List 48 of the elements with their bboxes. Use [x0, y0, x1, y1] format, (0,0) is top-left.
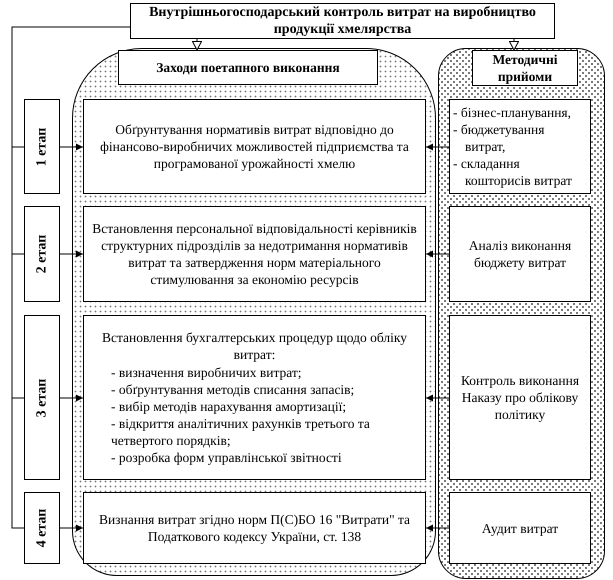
box-text: Аналіз виконання бюджету витрат — [468, 237, 572, 271]
arrow — [426, 394, 450, 402]
process-box — [83, 206, 426, 302]
box-text: Заходи поетапного виконання — [156, 59, 340, 76]
list-item: - відкриття аналітичних рахунків третього та четвертого порядків; — [110, 415, 371, 449]
process-box — [449, 206, 591, 302]
stage-box — [24, 492, 60, 564]
box-text: Встановлення бухгалтерських процедур щодо обліку витрат: — [100, 329, 408, 363]
arrow — [60, 394, 84, 402]
panel-background — [72, 48, 436, 576]
list-item: - бізнес-планування, — [453, 104, 572, 121]
box-text: Методичні прийоми — [491, 51, 559, 85]
list-item: - складання кошторисів витрат — [453, 155, 573, 189]
header-box — [472, 50, 578, 86]
stage-box — [24, 99, 60, 194]
box-text: Аудит витрат — [482, 520, 558, 536]
stage-label: 2 етап — [34, 234, 50, 274]
list-item: - бюджетування витрат, — [453, 121, 546, 155]
box-text: Контроль виконання Наказу про облікову політику — [460, 372, 580, 423]
box-text: Внутрішньогосподарський контроль витрат на виробництво продукції хмелярства — [148, 4, 537, 38]
list-item: - вибір методів нарахування амортизації; — [110, 398, 346, 415]
stage-label: 3 етап — [34, 378, 50, 417]
arrow — [426, 524, 450, 532]
stage-label: 4 етап — [34, 508, 50, 548]
process-box — [83, 99, 426, 194]
arrow — [192, 38, 202, 50]
header-box — [118, 50, 378, 85]
arrow — [426, 144, 450, 150]
arrow — [509, 38, 519, 50]
list-item: - розробка форм управлінської звітності — [110, 449, 342, 466]
box-text: Встановлення персональної відповідальності керівників структурних підрозділів за недотримання нормативів витрат та затвердження норм матеріального стимулювання за економію ресурсів — [91, 220, 418, 288]
arrow — [60, 250, 84, 258]
panel-background — [438, 48, 605, 579]
process-box — [83, 315, 426, 480]
process-box — [449, 315, 591, 480]
process-box — [83, 492, 426, 564]
process-box — [449, 99, 591, 194]
stage-label: 1 етап — [34, 127, 50, 166]
stage-box — [24, 206, 60, 302]
box-text: Обґрунтування нормативів витрат відповідно до фінансово-виробничих можливостей підприємства та програмованої урожайності хмелю — [99, 121, 410, 172]
arrow — [60, 144, 84, 150]
list-item: - визначення виробничих витрат; — [110, 364, 302, 381]
list-item: - обґрунтування методів списання запасів; — [110, 381, 354, 398]
arrow — [426, 250, 450, 258]
box-text: Визнання витрат згідно норм П(С)БО 16 "Витрати" та Податкового кодексу України, ст. 138 — [98, 511, 412, 545]
stage-box — [24, 315, 60, 480]
process-box — [449, 492, 591, 564]
arrow — [60, 524, 84, 532]
